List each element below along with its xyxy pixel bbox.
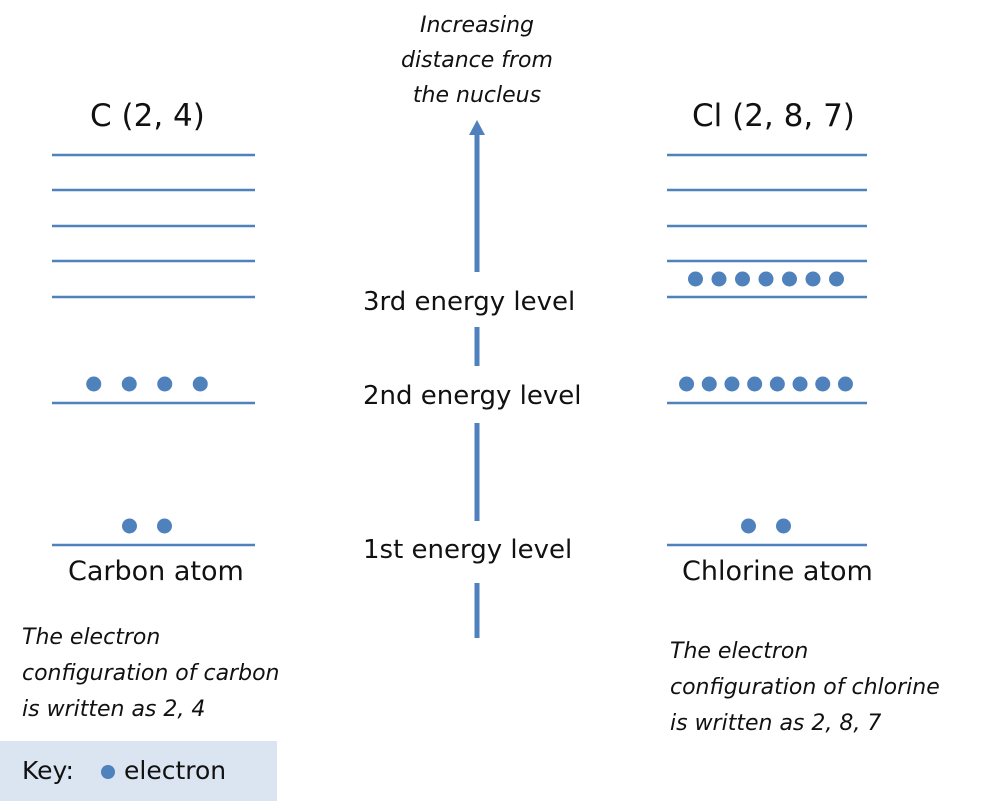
chlorine-electrons	[679, 271, 853, 534]
chlorine-electron-level2	[837, 376, 853, 392]
carbon-electron-level2	[121, 376, 137, 392]
carbon-electrons	[86, 376, 208, 534]
carbon-electron-level1	[122, 518, 137, 534]
axis-caption-line: distance from	[401, 48, 553, 73]
carbon-atom-label: Carbon atom	[68, 556, 244, 587]
chlorine-energy-lines	[667, 153, 867, 547]
chlorine-electron-level3	[782, 271, 797, 287]
chlorine-note-line: The electron	[670, 639, 809, 664]
chlorine-electron-level1	[776, 518, 791, 534]
chlorine-electron-level2	[792, 376, 808, 392]
electron-dot-icon	[101, 765, 115, 779]
level-label-1: 1st energy level	[363, 535, 573, 565]
carbon-heading: C (2, 4)	[90, 98, 205, 134]
axis-caption-line: the nucleus	[412, 83, 542, 108]
carbon-note-line: The electron	[22, 625, 161, 650]
carbon-note-line: configuration of carbon	[22, 661, 280, 686]
chlorine-electron-level2	[815, 376, 831, 392]
chlorine-heading: Cl (2, 8, 7)	[692, 98, 855, 134]
carbon-electron-level2	[192, 376, 208, 392]
carbon-energy-lines	[52, 153, 255, 547]
chlorine-note-line: is written as 2, 8, 7	[670, 711, 882, 736]
chlorine-note-line: configuration of chlorine	[670, 675, 940, 700]
chlorine-electron-level1	[741, 518, 756, 534]
chlorine-electron-level3	[805, 271, 821, 287]
level-label-2: 2nd energy level	[363, 381, 582, 411]
axis-caption-line: Increasing	[419, 13, 535, 38]
carbon-note-line: is written as 2, 4	[22, 697, 206, 722]
carbon-note: The electron configuration of carbon is …	[22, 620, 279, 728]
axis-caption: Increasing distance from the nucleus	[377, 8, 577, 113]
axis-arrowhead	[469, 120, 485, 135]
chlorine-electron-level2	[679, 376, 695, 392]
chlorine-note: The electron configuration of chlorine i…	[670, 634, 940, 742]
level-label-3: 3rd energy level	[363, 287, 576, 317]
chlorine-electron-level3	[711, 271, 727, 287]
chlorine-electron-level2	[769, 376, 785, 392]
chlorine-atom-label: Chlorine atom	[682, 556, 873, 587]
carbon-electron-level1	[157, 518, 172, 534]
key-box: Key: electron	[0, 741, 277, 801]
chlorine-electron-level3	[758, 271, 774, 287]
chlorine-electron-level2	[747, 376, 763, 392]
chlorine-electron-level2	[701, 376, 717, 392]
carbon-electron-level2	[86, 376, 102, 392]
carbon-electron-level2	[157, 376, 173, 392]
key-item-label: electron	[124, 756, 227, 785]
axis-arrow	[469, 120, 485, 638]
chlorine-electron-level3	[688, 271, 703, 287]
chlorine-electron-level2	[724, 376, 740, 392]
chlorine-electron-level3	[829, 271, 844, 287]
key-label: Key:	[22, 756, 74, 785]
chlorine-electron-level3	[735, 271, 750, 287]
